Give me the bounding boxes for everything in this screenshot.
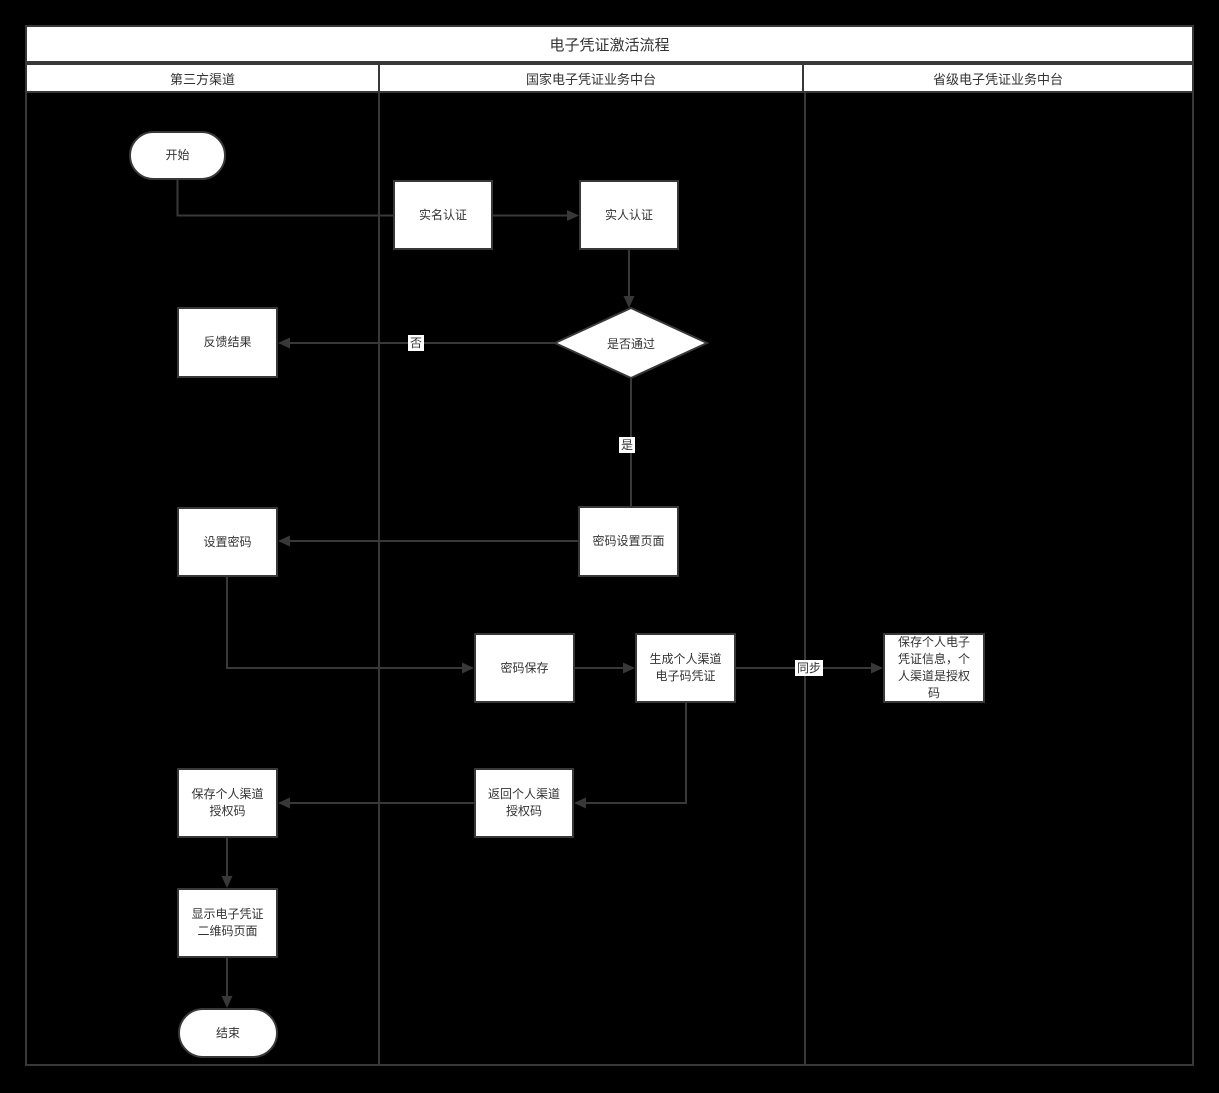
node-label: 实名认证	[418, 207, 467, 222]
node-label: 返回个人渠道授权码	[487, 787, 560, 818]
lane-header-row: 第三方渠道 国家电子凭证业务中台 省级电子凭证业务中台	[25, 63, 1194, 93]
edge-label-no: 否	[408, 335, 425, 351]
node-label: 密码保存	[500, 660, 549, 675]
node-label: 设置密码	[203, 534, 252, 549]
flow-node-real-person-auth: 实人认证	[579, 180, 679, 250]
flow-node-save-personal-voucher-info: 保存个人电子凭证信息，个人渠道是授权码	[883, 633, 985, 703]
flow-node-password-save: 密码保存	[474, 633, 575, 703]
lane-label: 省级电子凭证业务中台	[932, 71, 1063, 87]
flow-node-feedback-result: 反馈结果	[177, 307, 278, 378]
flow-node-real-name-auth: 实名认证	[393, 180, 493, 250]
lane-header-third-party: 第三方渠道	[27, 65, 380, 91]
node-label: 保存个人电子凭证信息，个人渠道是授权码	[897, 635, 970, 700]
node-label: 结束	[215, 1025, 240, 1040]
lane-label: 第三方渠道	[169, 71, 235, 87]
flow-node-save-channel-auth-code: 保存个人渠道授权码	[177, 768, 278, 838]
edge-label-yes: 是	[619, 437, 636, 453]
node-label: 显示电子凭证二维码页面	[191, 907, 264, 938]
lane-separator-2	[804, 93, 806, 1066]
node-label: 密码设置页面	[592, 534, 665, 548]
node-label: 开始	[165, 148, 190, 162]
flow-node-generate-personal-code: 生成个人渠道电子码凭证	[635, 633, 736, 703]
node-label: 反馈结果	[203, 335, 252, 349]
flow-node-decision-pass: 是否通过	[555, 308, 707, 378]
flow-node-end: 结束	[178, 1008, 278, 1058]
lane-header-national-platform: 国家电子凭证业务中台	[380, 65, 804, 91]
node-label: 保存个人渠道授权码	[191, 787, 264, 818]
flow-node-set-password: 设置密码	[177, 507, 278, 577]
edge-label-sync: 同步	[795, 660, 824, 676]
flow-node-password-setting-page: 密码设置页面	[578, 506, 679, 577]
flow-node-show-qr-page: 显示电子凭证二维码页面	[177, 888, 278, 958]
node-label: 是否通过	[606, 336, 655, 351]
diagram-title: 电子凭证激活流程	[549, 36, 670, 54]
flow-node-return-channel-auth-code: 返回个人渠道授权码	[474, 768, 574, 838]
diagram-title-bar: 电子凭证激活流程	[25, 25, 1194, 63]
lane-header-provincial-platform: 省级电子凭证业务中台	[804, 65, 1192, 91]
node-label: 实人认证	[604, 207, 653, 222]
flow-node-start: 开始	[129, 131, 226, 180]
node-label: 生成个人渠道电子码凭证	[649, 652, 722, 683]
lane-label: 国家电子凭证业务中台	[525, 71, 656, 87]
lane-separator-1	[378, 93, 380, 1066]
